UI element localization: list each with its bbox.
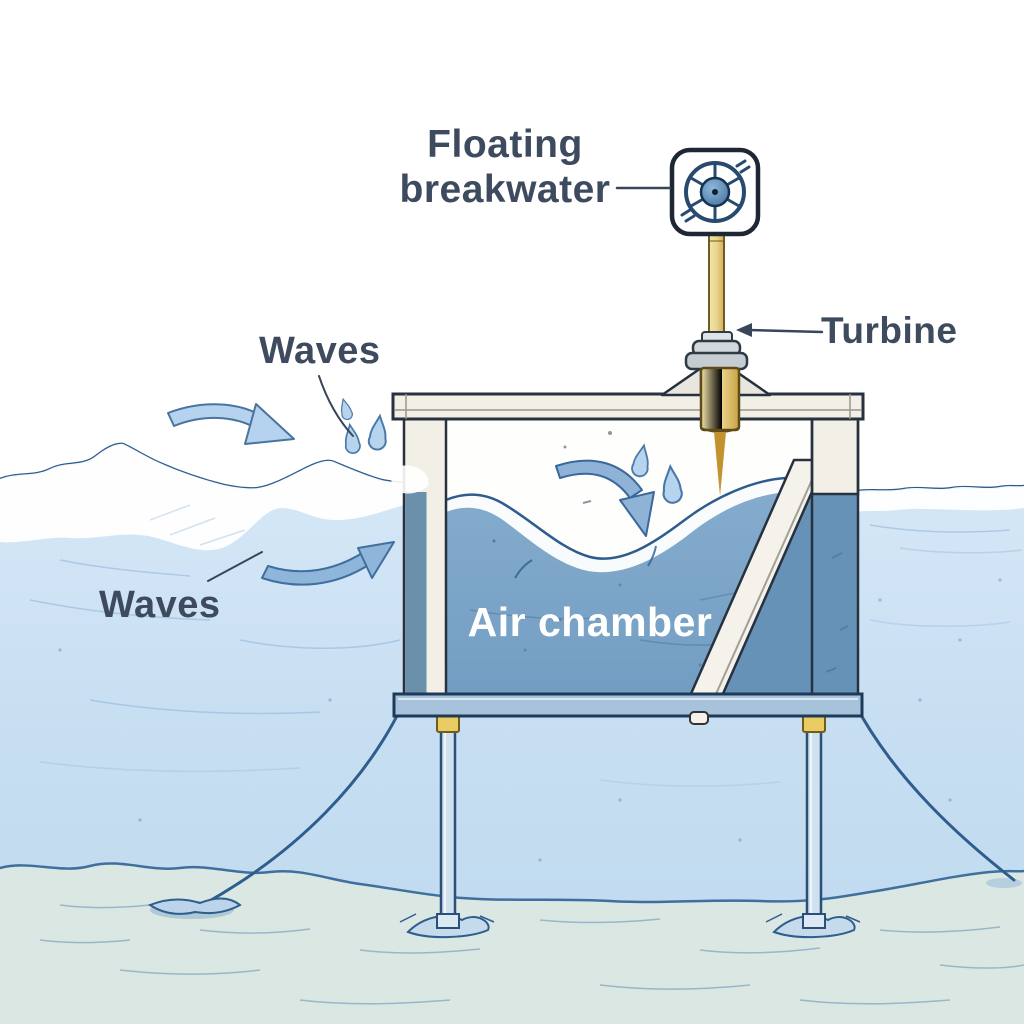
turbine-icon	[669, 147, 761, 237]
chamber-right-wall	[810, 417, 860, 496]
seabed	[0, 862, 1024, 1024]
chamber-left-wall	[390, 417, 448, 698]
mooring-line-right	[854, 704, 1016, 882]
waves-label-bottom: Waves	[99, 584, 221, 626]
gusset-left	[660, 366, 703, 397]
floating-breakwater-label-line1: Floating	[427, 123, 583, 166]
leader-waves-top	[318, 375, 354, 437]
mooring-line-left	[204, 704, 404, 905]
mooring-lines	[204, 704, 1016, 905]
chamber-structure	[390, 392, 865, 725]
floating-breakwater-label: Floating breakwater	[382, 122, 628, 212]
air-specks	[492, 431, 612, 543]
turbine-motion-ticks	[680, 159, 751, 223]
shaft-collar	[684, 331, 749, 371]
turbine-shaft	[708, 231, 725, 345]
leader-lines	[207, 186, 824, 582]
flow-arrows	[167, 403, 655, 586]
seabed-texture	[39, 904, 1024, 1005]
leader-turbine	[746, 328, 824, 334]
air-chamber-label: Air chamber	[467, 599, 713, 645]
leader-waves-bottom	[207, 551, 263, 582]
needle-jet	[714, 432, 726, 496]
wave-foam-left	[0, 443, 404, 551]
chamber-submerged-section	[722, 492, 858, 694]
chamber-water	[444, 476, 788, 694]
arrow-wave-incoming	[167, 403, 295, 445]
water-streaks	[29, 504, 1023, 788]
turbine-assembly	[660, 147, 772, 496]
chamber-lid	[391, 392, 865, 421]
arrow-chamber-downflow	[555, 459, 655, 537]
pile-right	[765, 711, 861, 939]
arrow-wave-underwater	[261, 541, 395, 586]
anchor-point-left	[147, 897, 242, 915]
turbine-label: Turbine	[821, 310, 958, 351]
floating-breakwater-label-line2: breakwater	[399, 168, 611, 212]
submerged-ticks	[825, 552, 849, 673]
chamber-base	[392, 692, 864, 725]
wave-foam-right	[858, 486, 1024, 512]
water-specks	[58, 578, 1002, 862]
waves-label-top: Waves	[259, 330, 381, 372]
generator-cylinder	[699, 366, 741, 433]
